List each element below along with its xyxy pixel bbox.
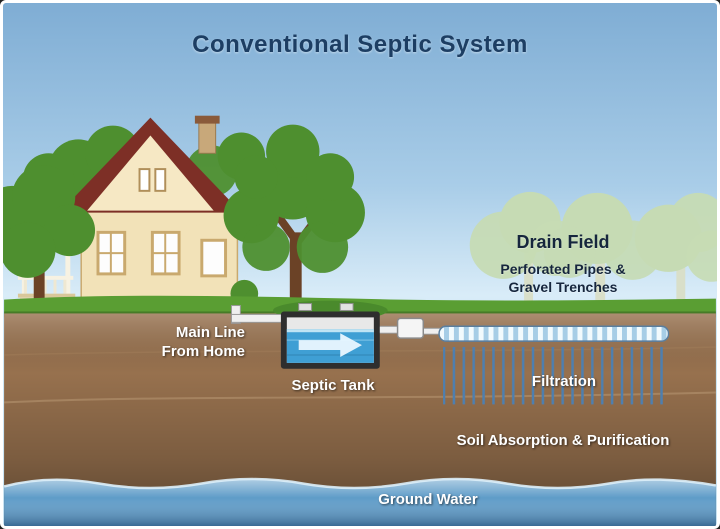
filtration-lines [443, 347, 667, 405]
label-main-line: Main Line From Home [161, 324, 245, 360]
tank-access-cap [339, 303, 354, 311]
chimney-cap [194, 115, 220, 124]
faded-trees [469, 191, 717, 306]
perforated-pipe [439, 326, 669, 342]
attic-window [154, 168, 167, 192]
perforated-pipe-outline [438, 325, 670, 342]
label-septic-tank: Septic Tank [291, 377, 375, 394]
pipes [230, 305, 442, 339]
tank-outlet-pipe [377, 325, 401, 334]
label-soil-absorption: Soil Absorption & Purification [456, 432, 670, 449]
house [15, 115, 242, 306]
flow-arrow-icon [298, 333, 362, 357]
diagram-title: Conventional Septic System [192, 31, 528, 58]
label-ground-water: Ground Water [378, 491, 478, 508]
drain-field [438, 325, 670, 405]
tank-access-cap [298, 303, 313, 311]
chimney [198, 121, 217, 154]
label-filtration: Filtration [531, 373, 597, 390]
main-line-pipe [230, 313, 290, 323]
label-drain-field-sub: Perforated Pipes & Gravel Trenches [500, 261, 626, 295]
attic-window [138, 168, 151, 192]
tree-foliage [3, 124, 365, 308]
front-windows [96, 230, 228, 278]
label-drain-field: Drain Field [516, 232, 610, 252]
distribution-box [396, 317, 425, 339]
tank-water-surface [286, 329, 374, 333]
septic-tank [280, 311, 380, 369]
diagram-scene [3, 115, 717, 526]
water-surface-highlight [3, 477, 717, 490]
ground-water [3, 477, 717, 526]
